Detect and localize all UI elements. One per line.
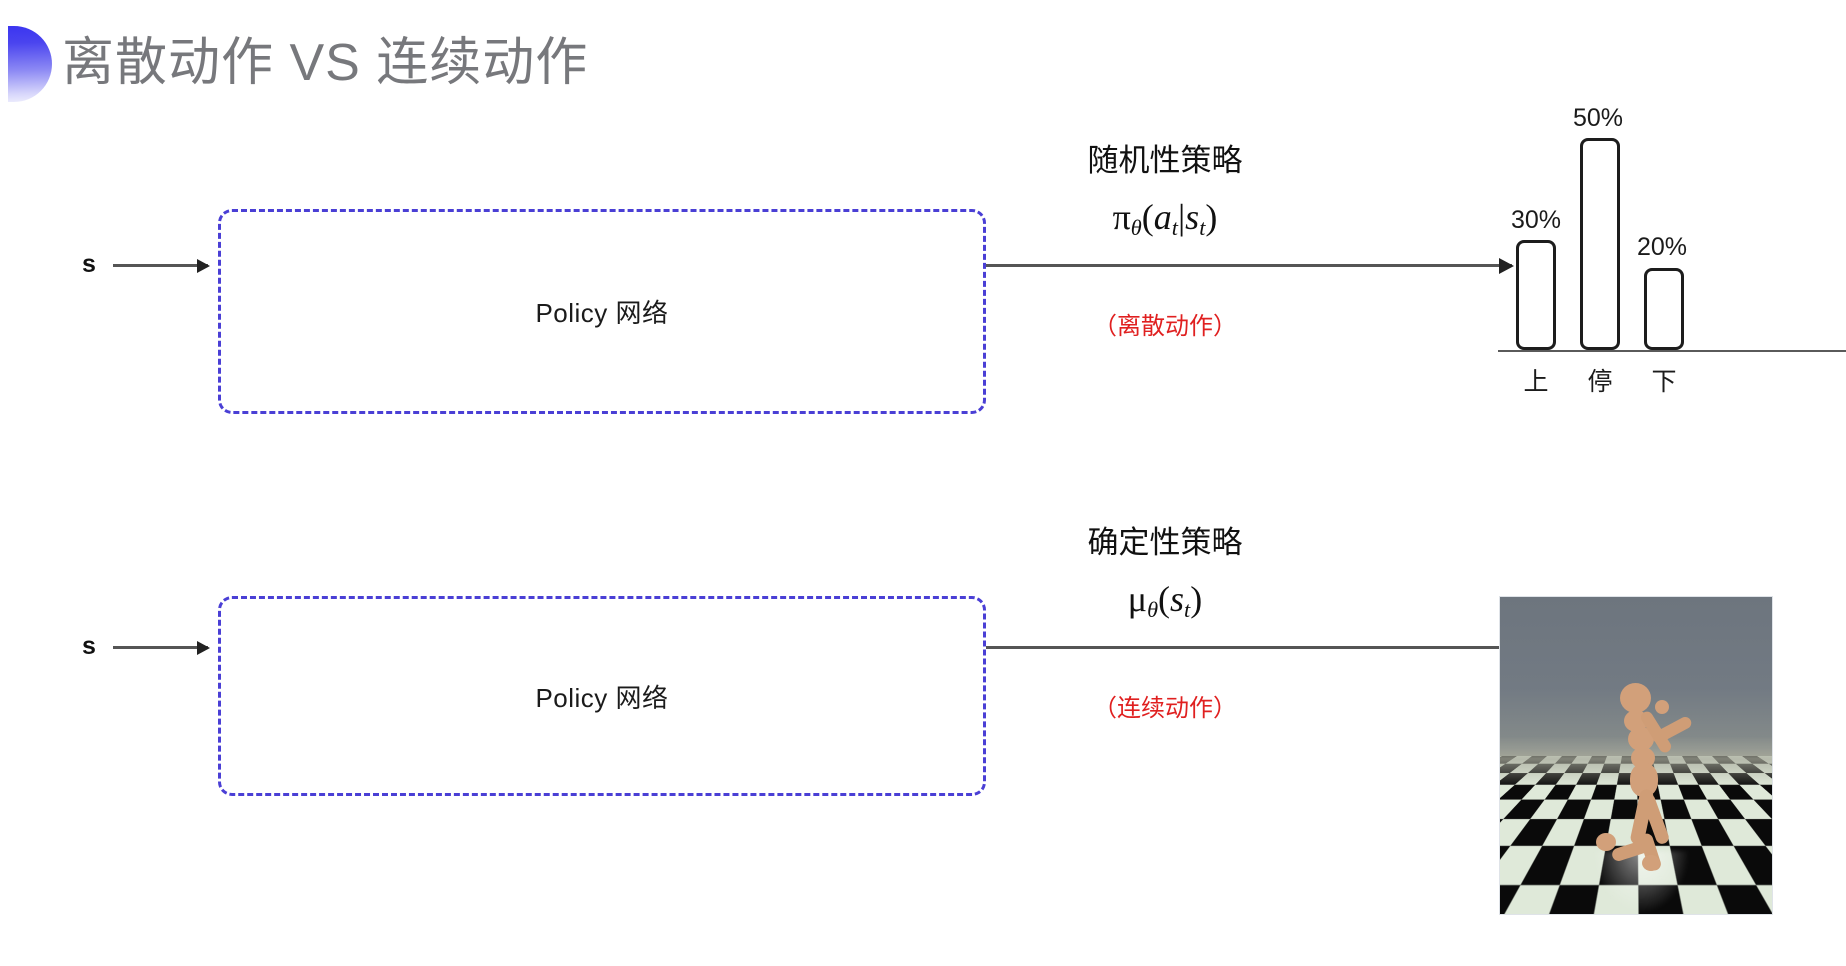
action-probability-chart: 30% 50% 20% 上 停 下 — [1498, 104, 1846, 396]
state-input-label-continuous: s — [82, 632, 96, 660]
bar-category-1: 停 — [1587, 368, 1613, 396]
chart-baseline — [1498, 350, 1846, 352]
policy-formula-discrete: πθ(at|st) — [1112, 197, 1218, 241]
policy-type-label-discrete: 随机性策略 — [1087, 143, 1243, 178]
humanoid-head — [1620, 683, 1651, 713]
bar-value-0: 30% — [1510, 206, 1562, 234]
input-arrow-discrete — [113, 264, 208, 267]
humanoid-hand — [1655, 700, 1669, 714]
policy-network-label-discrete: Policy 网络 — [535, 298, 669, 328]
bar-1 — [1580, 138, 1620, 350]
policy-network-label-continuous: Policy 网络 — [535, 682, 669, 713]
title-bullet-icon — [8, 26, 52, 102]
action-type-note-continuous: （连续动作） — [1093, 695, 1237, 722]
bar-2 — [1644, 268, 1684, 350]
policy-type-label-continuous: 确定性策略 — [1087, 525, 1243, 560]
humanoid-foot-right — [1642, 855, 1660, 871]
policy-network-box-continuous[interactable]: Policy 网络 — [218, 596, 986, 796]
humanoid-foot-left — [1596, 833, 1616, 851]
policy-network-box-discrete[interactable]: Policy 网络 — [218, 209, 986, 414]
bar-value-2: 20% — [1636, 233, 1688, 261]
sim-floor-reflection — [1592, 850, 1691, 914]
bar-0 — [1516, 240, 1556, 350]
policy-formula-continuous: μθ(st) — [1127, 579, 1203, 623]
output-arrow-continuous — [986, 646, 1512, 649]
action-type-note-discrete: （离散动作） — [1093, 313, 1237, 340]
input-arrow-continuous — [113, 646, 208, 649]
bar-value-1: 50% — [1572, 104, 1624, 132]
bar-category-2: 下 — [1651, 368, 1677, 396]
bar-category-0: 上 — [1523, 368, 1549, 396]
humanoid-simulation-image — [1500, 597, 1772, 914]
state-input-label-discrete: s — [82, 250, 96, 278]
page-title: 离散动作 VS 连续动作 — [62, 34, 589, 92]
output-arrow-discrete — [986, 264, 1512, 267]
